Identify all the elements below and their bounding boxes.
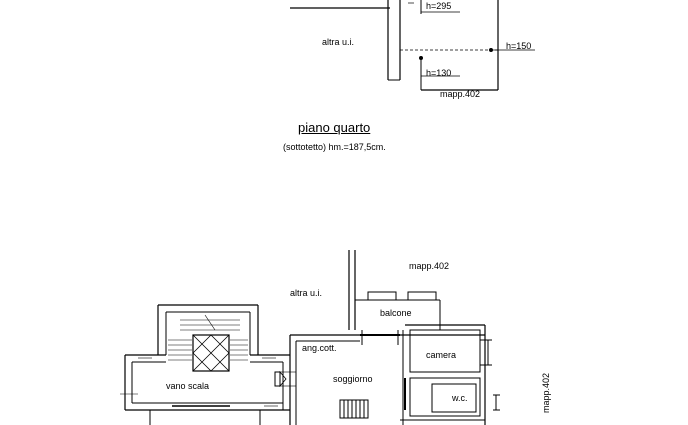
lower-plan-walls <box>120 250 500 425</box>
room-balcone: balcone <box>380 308 412 318</box>
room-soggiorno: soggiorno <box>333 374 373 384</box>
room-vano-scala: vano scala <box>166 381 210 391</box>
section-title: piano quarto <box>298 120 371 135</box>
height-150-label: h=150 <box>506 41 532 51</box>
room-wc: w.c. <box>452 393 468 403</box>
parcel-label-side: mapp.402 <box>541 372 551 413</box>
parcel-label-upper: mapp.402 <box>440 89 481 99</box>
other-unit-label-upper: altra u.i. <box>322 37 355 47</box>
room-ang-cott: ang.cott. <box>302 343 337 353</box>
parcel-label-lower: mapp.402 <box>409 261 450 271</box>
height-295-label: h=295 <box>426 1 452 11</box>
room-camera: camera <box>426 350 457 360</box>
height-130-label: h=130 <box>426 68 452 78</box>
section-subtitle: (sottotetto) hm.=187,5cm. <box>283 142 386 152</box>
other-unit-label-lower: altra u.i. <box>290 288 323 298</box>
upper-plan-walls <box>290 0 535 91</box>
